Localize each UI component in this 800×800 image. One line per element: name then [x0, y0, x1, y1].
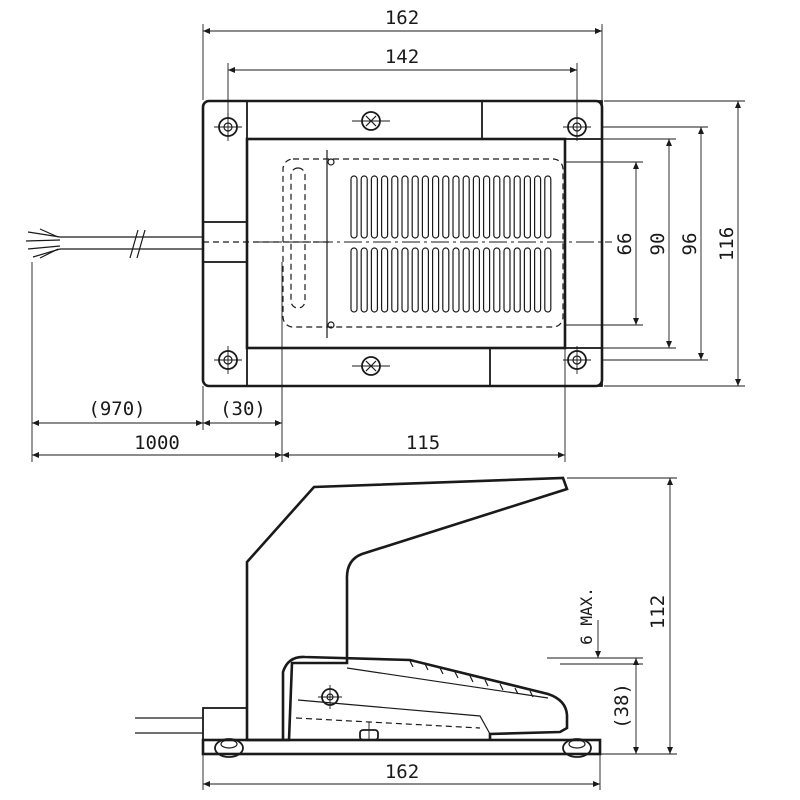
dimension-overall-width: 162	[202, 7, 603, 100]
tread-slot	[462, 247, 470, 313]
tread-slot	[381, 175, 389, 239]
screw-icon	[352, 111, 390, 131]
hole-vertical-spacing-label: 96	[679, 233, 701, 256]
tread-slot	[432, 247, 440, 313]
overall-width-label: 162	[385, 7, 419, 29]
tread-slot	[350, 175, 358, 239]
switch-housing	[281, 655, 569, 740]
base-plate	[201, 99, 604, 388]
dimension-pad-height: 66	[565, 161, 643, 326]
anti-slip-tread	[350, 175, 552, 313]
tread-slot	[350, 247, 358, 313]
mounting-hole-icon	[214, 113, 242, 141]
dimension-base-width: 162	[202, 754, 601, 790]
cable-free-length-label: (970)	[88, 398, 145, 420]
tread-slot	[533, 247, 542, 313]
dimension-inner-height: 90	[602, 138, 676, 349]
hole-spacing-label: 142	[385, 46, 419, 68]
tread-slot	[360, 175, 368, 239]
tread-slot	[401, 175, 409, 239]
overall-height-label: 116	[716, 227, 738, 261]
tread-slot	[462, 175, 470, 239]
tread-slot	[432, 175, 440, 239]
tread-slot	[411, 175, 419, 239]
dimension-overall-height: 116	[604, 100, 745, 387]
pad-height-label: 66	[614, 233, 636, 256]
tread-slot	[523, 175, 532, 239]
tread-slot	[513, 247, 521, 313]
tread-slot	[391, 247, 399, 313]
tread-slot	[370, 247, 378, 313]
tread-slot	[503, 247, 511, 313]
dimension-hole-spacing: 142	[227, 46, 578, 120]
tread-slot	[493, 175, 501, 239]
top-view: 162 142	[25, 7, 745, 462]
tread-slot	[503, 175, 511, 239]
pedal-height-label: (38)	[611, 683, 633, 729]
tread-slot	[513, 175, 521, 239]
tread-slot	[411, 247, 419, 313]
cable	[25, 221, 330, 263]
dimension-stroke: 6 MAX.	[547, 587, 643, 665]
inner-height-label: 90	[647, 233, 669, 256]
bottom-hinge-bar	[246, 347, 603, 387]
pedal-length-label: 115	[406, 432, 440, 454]
tread-slot	[421, 175, 429, 239]
dimension-hole-vertical-spacing: 96	[602, 126, 708, 361]
tread-slot	[544, 175, 552, 239]
internal-switch-outline	[282, 158, 564, 328]
tread-slot	[391, 175, 399, 239]
stroke-label: 6 MAX.	[577, 587, 596, 645]
screw-icon	[352, 356, 390, 376]
tread-slot	[493, 247, 501, 313]
side-view: 6 MAX. (38) 112 162	[135, 476, 677, 790]
pedal-body	[245, 476, 569, 742]
tread-slot	[452, 247, 460, 313]
tread-slot	[442, 247, 450, 313]
dimension-side-overall-height: 112	[567, 477, 677, 755]
tread-slot	[401, 247, 409, 313]
tread-slot	[370, 175, 378, 239]
cable-inside-label: (30)	[220, 398, 266, 420]
base-width-label: 162	[385, 761, 419, 783]
side-overall-height-label: 112	[647, 595, 669, 629]
tread-slot	[483, 175, 491, 239]
top-hinge-bar	[246, 100, 603, 140]
tread-slot	[381, 247, 389, 313]
side-base-plate	[201, 738, 602, 756]
tread-slot	[483, 247, 491, 313]
hinge-pivot-icon	[318, 685, 342, 709]
cable-length-label: 1000	[134, 432, 180, 454]
tread-slot	[472, 247, 480, 313]
tread-slot	[544, 247, 552, 313]
tread-slot	[442, 175, 450, 239]
tread-slot	[452, 175, 460, 239]
pedal-outline	[245, 137, 567, 350]
mounting-hole-icon	[214, 346, 242, 374]
tread-slot	[533, 175, 542, 239]
mounting-hole-icon	[563, 113, 591, 141]
mounting-hole-icon	[563, 346, 591, 374]
dimension-pedal-height: (38)	[600, 658, 643, 755]
dimension-cable-lengths: (970) (30) 1000 115	[31, 262, 566, 462]
tread-slot	[421, 247, 429, 313]
tread-slot	[360, 247, 368, 313]
tread-slot	[523, 247, 532, 313]
tread-slot	[472, 175, 480, 239]
